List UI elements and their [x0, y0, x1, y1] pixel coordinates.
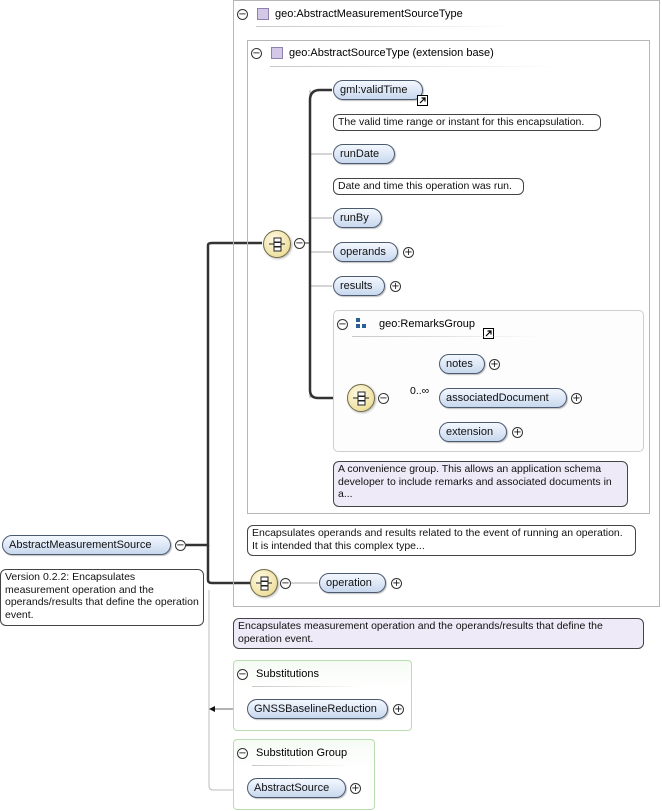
- substitution-group-title: Substitution Group: [256, 747, 348, 759]
- reference-arrow-icon[interactable]: [417, 95, 428, 106]
- complex-type-icon: [257, 8, 269, 20]
- collapse-remarks-group-icon[interactable]: −: [337, 319, 348, 330]
- collapse-root-icon[interactable]: −: [175, 540, 186, 551]
- element-gnss-baseline-reduction-label: GNSSBaselineReduction: [254, 703, 377, 715]
- complex-type-icon: [271, 47, 283, 59]
- run-date-doc-text: Date and time this operation was run.: [338, 180, 512, 192]
- root-element-label: AbstractMeasurementSource: [9, 539, 152, 551]
- element-run-date-label: runDate: [340, 148, 380, 160]
- element-gnss-baseline-reduction[interactable]: GNSSBaselineReduction: [247, 699, 388, 719]
- element-operands[interactable]: operands: [333, 242, 398, 262]
- expand-results-icon[interactable]: +: [390, 281, 401, 292]
- collapse-remarks-sequence-icon[interactable]: −: [378, 393, 389, 404]
- valid-time-doc-text: The valid time range or instant for this…: [338, 116, 585, 128]
- collapse-outer-sequence-icon[interactable]: −: [280, 578, 291, 589]
- expand-notes-icon[interactable]: +: [489, 359, 500, 370]
- base-type-title: geo:AbstractSourceType (extension base): [271, 47, 494, 59]
- collapse-substitution-group-icon[interactable]: −: [237, 748, 248, 759]
- element-valid-time-label: gml:validTime: [340, 84, 408, 96]
- expand-operation-icon[interactable]: +: [391, 578, 402, 589]
- base-type-doc-text: Encapsulates operands and results relate…: [252, 527, 623, 552]
- expand-gnss-baseline-reduction-icon[interactable]: +: [393, 704, 404, 715]
- element-results[interactable]: results: [333, 276, 385, 296]
- root-doc: Version 0.2.2: Encapsulates measurement …: [0, 569, 204, 626]
- element-abstract-source[interactable]: AbstractSource: [247, 778, 346, 798]
- valid-time-doc: The valid time range or instant for this…: [333, 114, 601, 131]
- remarks-group-doc-text: A convenience group. This allows an appl…: [338, 463, 612, 500]
- element-operands-label: operands: [340, 246, 386, 258]
- element-notes[interactable]: notes: [439, 354, 485, 374]
- substitution-group-box: [233, 739, 375, 810]
- outer-type-box: [233, 0, 660, 607]
- collapse-sequence-icon[interactable]: −: [294, 238, 305, 249]
- sequence-compositor-icon[interactable]: [263, 230, 291, 258]
- root-element[interactable]: AbstractMeasurementSource: [2, 535, 171, 555]
- remarks-group-doc: A convenience group. This allows an appl…: [333, 461, 628, 507]
- collapse-outer-type-icon[interactable]: −: [237, 9, 248, 20]
- run-date-doc: Date and time this operation was run.: [333, 178, 524, 195]
- element-operation-label: operation: [326, 577, 372, 589]
- substitutions-box: [233, 660, 412, 731]
- expand-operands-icon[interactable]: +: [403, 247, 414, 258]
- reference-arrow-icon[interactable]: [483, 328, 494, 339]
- element-abstract-source-label: AbstractSource: [254, 782, 330, 794]
- collapse-base-type-icon[interactable]: −: [251, 48, 262, 59]
- element-valid-time[interactable]: gml:validTime: [333, 80, 423, 100]
- base-type-box: [247, 40, 650, 514]
- remarks-group-title: geo:RemarksGroup: [379, 318, 475, 330]
- element-run-by[interactable]: runBy: [333, 208, 382, 228]
- group-icon: [356, 318, 368, 330]
- element-run-date[interactable]: runDate: [333, 144, 395, 164]
- base-type-doc: Encapsulates operands and results relate…: [247, 525, 636, 556]
- element-extension-label: extension: [446, 426, 494, 438]
- element-results-label: results: [340, 280, 373, 292]
- root-doc-text: Version 0.2.2: Encapsulates measurement …: [5, 571, 199, 621]
- collapse-substitutions-icon[interactable]: −: [237, 669, 248, 680]
- element-extension[interactable]: extension: [439, 422, 507, 442]
- outer-type-title: geo:AbstractMeasurementSourceType: [257, 8, 463, 20]
- remarks-cardinality: 0..∞: [410, 385, 430, 397]
- sequence-compositor-icon[interactable]: [250, 569, 278, 597]
- element-associated-document-label: associatedDocument: [446, 392, 549, 404]
- expand-extension-icon[interactable]: +: [512, 427, 523, 438]
- substitutions-title: Substitutions: [256, 668, 319, 680]
- expand-associated-document-icon[interactable]: +: [571, 393, 582, 404]
- element-notes-label: notes: [446, 358, 473, 370]
- sequence-compositor-icon[interactable]: [347, 384, 375, 412]
- base-type-title-text: geo:AbstractSourceType (extension base): [289, 47, 494, 59]
- outer-type-doc: Encapsulates measurement operation and t…: [233, 618, 644, 649]
- expand-abstract-source-icon[interactable]: +: [350, 783, 361, 794]
- outer-type-doc-text: Encapsulates measurement operation and t…: [238, 620, 603, 645]
- element-run-by-label: runBy: [340, 212, 369, 224]
- element-associated-document[interactable]: associatedDocument: [439, 388, 567, 408]
- element-operation[interactable]: operation: [319, 573, 386, 593]
- outer-type-title-text: geo:AbstractMeasurementSourceType: [275, 8, 463, 20]
